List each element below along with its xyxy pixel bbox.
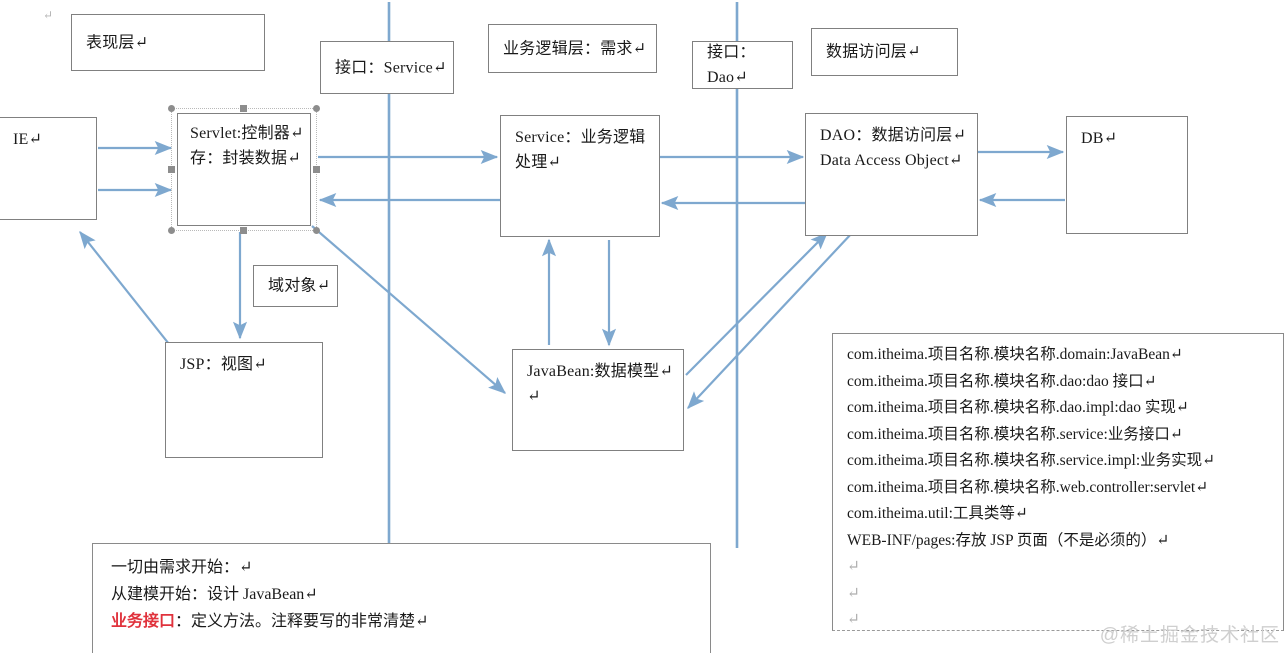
node-box-servlet[interactable]: Servlet:控制器↵ 存：封装数据↵ xyxy=(177,113,311,226)
note-line: 一切由需求开始：↵ xyxy=(111,559,253,576)
label-box-interface-dao: 接口：Dao↵ xyxy=(692,41,793,89)
selection-handle-se[interactable] xyxy=(313,227,320,234)
package-list-line: ↵ xyxy=(847,611,860,628)
node-text-dao: DAO：数据访问层↵ Data Access Object↵ xyxy=(820,127,967,169)
package-list-line: WEB-INF/pages:存放 JSP 页面（不是必须的）↵ xyxy=(847,531,1170,549)
selection-handle-s[interactable] xyxy=(240,227,247,234)
selection-handle-e[interactable] xyxy=(313,166,320,173)
note-line: 从建模开始：设计 JavaBean↵ xyxy=(111,586,318,603)
node-box-db[interactable]: DB↵ xyxy=(1066,116,1188,234)
label-text-data-access: 数据访问层↵ xyxy=(826,43,921,61)
label-text-interface-service: 接口：Service↵ xyxy=(335,59,447,76)
package-list-line: ↵ xyxy=(847,558,860,575)
package-list-line: com.itheima.项目名称.模块名称.service.impl:业务实现↵ xyxy=(847,452,1216,469)
node-text-servlet: Servlet:控制器↵ 存：封装数据↵ xyxy=(190,125,304,167)
node-box-ie[interactable]: IE↵ xyxy=(0,117,97,220)
node-box-javabean[interactable]: JavaBean:数据模型↵ ↵ xyxy=(512,349,684,451)
selection-handle-n[interactable] xyxy=(240,105,247,112)
label-box-presentation: 表现层↵ xyxy=(71,14,265,71)
package-list-line: com.itheima.项目名称.模块名称.domain:JavaBean↵ xyxy=(847,346,1183,363)
selection-handle-ne[interactable] xyxy=(313,105,320,112)
package-list-line: com.itheima.项目名称.模块名称.dao:dao 接口↵ xyxy=(847,372,1157,390)
node-box-service[interactable]: Service：业务逻辑 处理↵ xyxy=(500,115,660,237)
note-accent-text: 业务接口 xyxy=(111,613,176,630)
note-line-accented: 业务接口：定义方法。注释要写的非常清楚↵ xyxy=(93,608,710,635)
package-list-line: ↵ xyxy=(847,584,860,602)
note-box: 一切由需求开始：↵ 从建模开始：设计 JavaBean↵ 业务接口：定义方法。注… xyxy=(92,543,711,653)
node-box-jsp[interactable]: JSP：视图↵ xyxy=(165,342,323,458)
label-text-business-logic: 业务逻辑层：需求↵ xyxy=(503,40,647,57)
node-box-dao[interactable]: DAO：数据访问层↵ Data Access Object↵ xyxy=(805,113,978,236)
node-text-db: DB↵ xyxy=(1081,130,1118,147)
label-text-scope-object: 域对象↵ xyxy=(268,277,331,295)
package-list-line: com.itheima.项目名称.模块名称.web.controller:ser… xyxy=(847,478,1209,496)
watermark: @稀土掘金技术社区 xyxy=(1099,625,1280,646)
selection-handle-nw[interactable] xyxy=(168,105,175,112)
node-text-service: Service：业务逻辑 处理↵ xyxy=(515,129,646,171)
selection-handle-w[interactable] xyxy=(168,166,175,173)
label-box-scope-object: 域对象↵ xyxy=(253,265,338,307)
node-text-ie: IE↵ xyxy=(13,131,43,148)
package-list-box: com.itheima.项目名称.模块名称.domain:JavaBean↵ c… xyxy=(832,333,1284,631)
note-accent-rest: ：定义方法。注释要写的非常清楚↵ xyxy=(175,613,429,630)
package-list-line: com.itheima.项目名称.模块名称.service:业务接口↵ xyxy=(847,425,1183,443)
node-text-jsp: JSP：视图↵ xyxy=(180,356,267,373)
pilcrow-mark-topleft: ↵ xyxy=(43,8,54,22)
selection-handle-sw[interactable] xyxy=(168,227,175,234)
label-box-business-logic: 业务逻辑层：需求↵ xyxy=(488,24,657,73)
label-text-presentation: 表现层↵ xyxy=(86,34,149,51)
node-text-javabean: JavaBean:数据模型↵ ↵ xyxy=(527,363,673,405)
label-box-data-access: 数据访问层↵ xyxy=(811,28,958,76)
label-box-interface-service: 接口：Service↵ xyxy=(320,41,454,94)
package-list-line: com.itheima.项目名称.模块名称.dao.impl:dao 实现↵ xyxy=(847,399,1189,416)
package-list-line: com.itheima.util:工具类等↵ xyxy=(847,505,1028,522)
label-text-interface-dao: 接口：Dao↵ xyxy=(707,44,756,86)
